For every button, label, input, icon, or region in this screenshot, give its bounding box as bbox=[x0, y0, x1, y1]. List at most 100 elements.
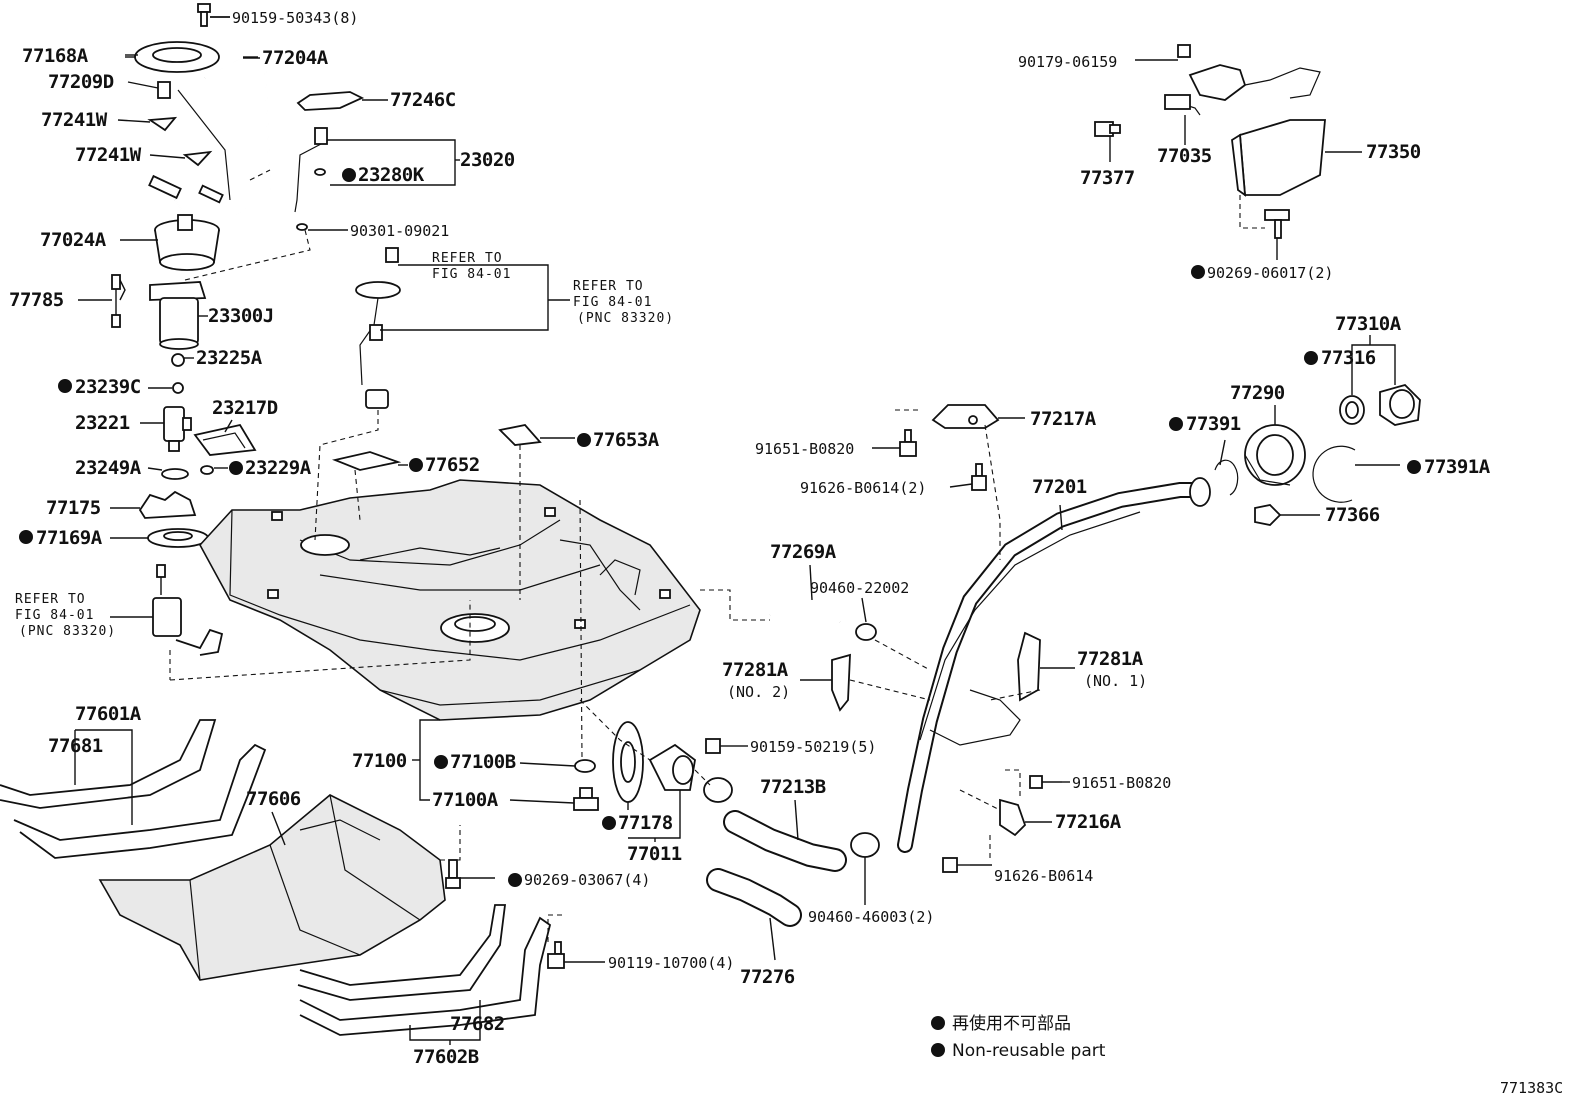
fuel-pump-cap-icon bbox=[154, 214, 220, 271]
part-number-77241W: 77241W bbox=[75, 144, 142, 166]
clip-icon bbox=[1254, 504, 1282, 526]
clip-icon bbox=[182, 150, 213, 167]
legend: 再使用不可部品 Non-reusable part bbox=[952, 1013, 1106, 1061]
part-number-77785: 77785 bbox=[9, 289, 64, 311]
non-reusable-bullet-icon bbox=[508, 873, 522, 887]
part-number-77011: 77011 bbox=[627, 843, 682, 865]
part-number-77290: 77290 bbox=[1230, 382, 1285, 404]
part-number-77682: 77682 bbox=[450, 1013, 505, 1035]
part-drawings bbox=[0, 3, 1421, 1036]
hose-clamp-icon bbox=[703, 777, 733, 803]
part-number-77653A: 77653A bbox=[593, 429, 660, 451]
gasket-icon bbox=[138, 490, 197, 519]
bolt-icon bbox=[445, 859, 461, 889]
refer-to-note: REFER TO bbox=[573, 279, 644, 294]
part-number-23280K: 23280K bbox=[358, 164, 425, 186]
dashed-assembly-lines bbox=[169, 169, 1265, 942]
ring-icon bbox=[1214, 459, 1239, 496]
part-number-23249A: 23249A bbox=[75, 457, 142, 479]
part-number-77269A: 77269A bbox=[770, 541, 837, 563]
part-number-77601A: 77601A bbox=[75, 703, 142, 725]
part-number-77281A-sub: (NO. 2) bbox=[727, 683, 790, 701]
fuel-lid-icon bbox=[1239, 119, 1326, 196]
leader-lines bbox=[74, 16, 1400, 1045]
part-number-77241W: 77241W bbox=[41, 109, 108, 131]
refer-to-note: FIG 84-01 bbox=[15, 608, 94, 623]
part-number-90159-50343: 90159-50343(8) bbox=[232, 9, 358, 27]
clip-icon bbox=[200, 465, 214, 475]
part-number-77100B: 77100B bbox=[450, 751, 516, 773]
part-number-90159-50219: 90159-50219(5) bbox=[750, 738, 876, 756]
part-number-23300J: 23300J bbox=[208, 305, 274, 327]
part-number-77035: 77035 bbox=[1157, 145, 1212, 167]
hose-clamp-icon bbox=[850, 832, 880, 858]
part-number-23229A: 23229A bbox=[245, 457, 312, 479]
part-number-77276: 77276 bbox=[740, 966, 795, 988]
non-reusable-bullet-icon bbox=[409, 458, 423, 472]
part-number-77024A: 77024A bbox=[40, 229, 107, 251]
pad-icon bbox=[331, 451, 402, 471]
bracket-icon bbox=[1017, 631, 1041, 702]
oring-icon bbox=[172, 382, 184, 394]
refer-to-note: (PNC 83320) bbox=[19, 624, 116, 639]
part-number-77391A: 77391A bbox=[1424, 456, 1491, 478]
level-sender-icon bbox=[152, 564, 224, 656]
bracket-icon bbox=[193, 423, 257, 456]
fuel-filter-icon bbox=[149, 281, 207, 350]
tank-strap-icon bbox=[297, 904, 552, 1036]
bolt-icon bbox=[547, 941, 565, 969]
part-number-77178: 77178 bbox=[618, 812, 673, 834]
part-number-23225A: 23225A bbox=[196, 347, 263, 369]
part-number-90119-10700: 90119-10700(4) bbox=[608, 954, 734, 972]
part-number-77209D: 77209D bbox=[48, 71, 114, 93]
legend-english: Non-reusable part bbox=[952, 1041, 1106, 1061]
clip-icon bbox=[999, 798, 1027, 837]
fuel-pump-icon bbox=[163, 406, 192, 452]
part-number-77100: 77100 bbox=[352, 750, 407, 772]
part-number-77366: 77366 bbox=[1325, 504, 1380, 526]
refer-to-note: (PNC 83320) bbox=[577, 311, 674, 326]
part-number-90301-09021: 90301-09021 bbox=[350, 222, 449, 240]
part-number-77377: 77377 bbox=[1080, 167, 1135, 189]
non-reusable-bullet-icon bbox=[229, 461, 243, 475]
bolt-icon bbox=[1264, 209, 1290, 239]
non-reusable-markers bbox=[19, 168, 1421, 1057]
part-number-77169A: 77169A bbox=[36, 527, 103, 549]
part-number-90460-46003: 90460-46003(2) bbox=[808, 908, 934, 926]
cushion-icon bbox=[161, 468, 189, 480]
part-number-90460-22002: 90460-22002 bbox=[810, 579, 909, 597]
part-number-23239C: 23239C bbox=[75, 376, 141, 398]
fuel-lid-lock-icon bbox=[1164, 44, 1321, 116]
bracket-icon bbox=[296, 91, 365, 111]
part-number-91626-B0614: 91626-B0614 bbox=[994, 867, 1093, 885]
drain-plug-icon bbox=[573, 787, 599, 811]
part-number-77281A: 77281A bbox=[1077, 648, 1144, 670]
non-reusable-bullet-icon bbox=[602, 816, 616, 830]
non-reusable-bullet-icon bbox=[58, 379, 72, 393]
part-number-90269-03067: 90269-03067(4) bbox=[524, 871, 650, 889]
non-reusable-bullet-icon bbox=[1407, 460, 1421, 474]
fuel-sender-icon bbox=[355, 247, 401, 409]
non-reusable-bullet-icon bbox=[1304, 351, 1318, 365]
non-reusable-bullet-icon bbox=[1169, 417, 1183, 431]
refer-to-note: FIG 84-01 bbox=[573, 295, 652, 310]
hose-icon bbox=[174, 59, 271, 216]
part-number-77350: 77350 bbox=[1366, 141, 1421, 163]
legend-japanese: 再使用不可部品 bbox=[952, 1013, 1071, 1034]
part-number-77310A: 77310A bbox=[1335, 313, 1402, 335]
figure-id: 771383C bbox=[1500, 1079, 1563, 1097]
part-number-23020: 23020 bbox=[460, 149, 515, 171]
part-number-77281A-sub: (NO. 1) bbox=[1084, 672, 1147, 690]
retainer-ring-icon bbox=[125, 41, 220, 73]
bolt-icon bbox=[942, 857, 970, 873]
part-number-91626-B0614: 91626-B0614(2) bbox=[800, 479, 926, 497]
part-number-91651-B0820: 91651-B0820 bbox=[1072, 774, 1171, 792]
bolt-icon bbox=[197, 3, 230, 27]
bolt-icon bbox=[1029, 775, 1062, 789]
part-number-77681: 77681 bbox=[48, 735, 103, 757]
fuel-tank-icon bbox=[199, 479, 701, 721]
tank-protector-icon bbox=[98, 794, 446, 981]
part-number-23217D: 23217D bbox=[212, 397, 278, 419]
bolt-icon bbox=[971, 463, 987, 491]
